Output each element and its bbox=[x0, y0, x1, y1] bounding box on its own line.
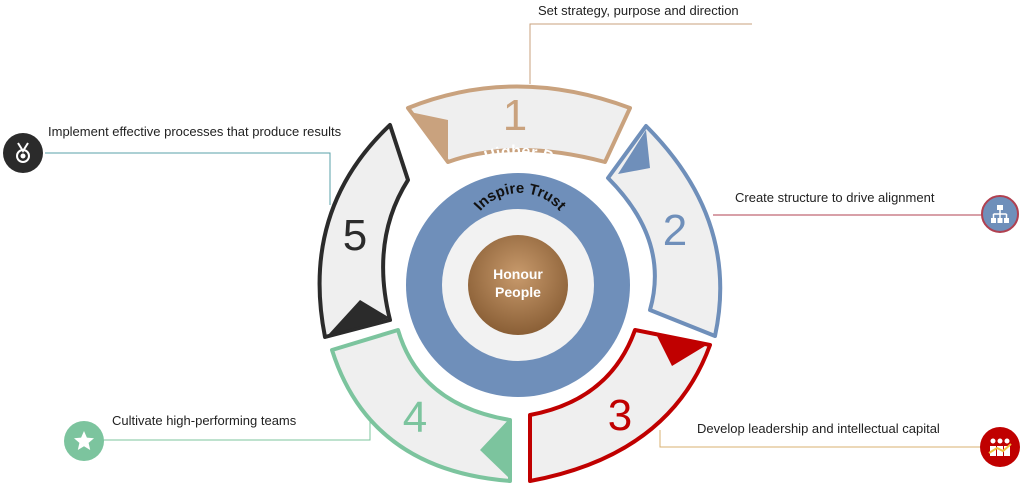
step-3-number: 3 bbox=[608, 391, 632, 440]
step-4-label: Cultivate high-performing teams bbox=[112, 413, 297, 428]
connector-step1 bbox=[529, 23, 752, 84]
ring-segments: 1 2 3 4 5 bbox=[317, 84, 723, 483]
step-5-label: Implement effective processes that produ… bbox=[48, 124, 342, 139]
medal-icon bbox=[3, 133, 43, 173]
step-2-label: Create structure to drive alignment bbox=[735, 190, 935, 205]
core-circles: Clarify Higher Purpose Inspire Trust Hon… bbox=[406, 143, 630, 397]
step-4-number: 4 bbox=[403, 393, 427, 442]
connector-step5 bbox=[45, 152, 331, 205]
step-2-number: 2 bbox=[663, 206, 687, 255]
connector-lines bbox=[45, 23, 982, 448]
segment-3[interactable]: 3 bbox=[528, 328, 712, 483]
step-1-label: Set strategy, purpose and direction bbox=[538, 3, 739, 18]
connector-step4 bbox=[100, 415, 371, 441]
step-1-number: 1 bbox=[503, 91, 527, 140]
segment-4[interactable]: 4 bbox=[330, 328, 512, 483]
step-5-number: 5 bbox=[343, 211, 367, 260]
core-center bbox=[468, 235, 568, 335]
org-chart-icon bbox=[981, 195, 1019, 233]
step-3-label: Develop leadership and intellectual capi… bbox=[697, 421, 940, 436]
core-text-line2: People bbox=[495, 284, 541, 300]
team-growth-icon bbox=[980, 427, 1020, 467]
segment-5[interactable]: 5 bbox=[317, 123, 410, 339]
core-text-line1: Honour bbox=[493, 266, 543, 282]
segment-2[interactable]: 2 bbox=[606, 124, 723, 338]
connector-step3 bbox=[659, 430, 980, 448]
segment-1[interactable]: 1 bbox=[406, 84, 632, 164]
star-icon bbox=[64, 421, 104, 461]
